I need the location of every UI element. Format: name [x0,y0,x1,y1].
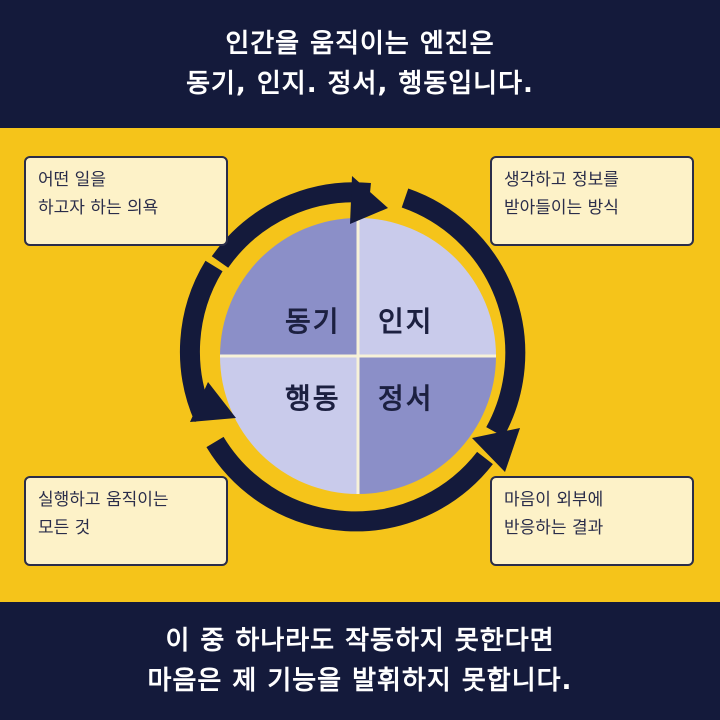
note-emotion-line-2: 반응하는 결과 [504,518,604,538]
note-cognition-line-1: 생각하고 정보를 [504,170,619,190]
note-motivation: 어떤 일을 하고자 하는 의욕 [24,156,228,246]
note-behavior-line-1: 실행하고 움직이는 [38,490,169,510]
label-cognition: 인지 [378,305,434,338]
note-emotion: 마음이 외부에 반응하는 결과 [490,476,694,566]
header-line-1: 인간을 움직이는 엔진은 [225,29,495,59]
label-motivation: 동기 [285,305,341,338]
note-motivation-line-2: 하고자 하는 의욕 [38,198,159,218]
note-cognition: 생각하고 정보를 받아들이는 방식 [490,156,694,246]
quadrant-bottom-right [358,356,496,494]
note-motivation-line-1: 어떤 일을 [38,170,106,190]
footer-line-1: 이 중 하나라도 작동하지 못한다면 [165,626,555,656]
quadrant-top-left [220,218,358,356]
arrowhead-top-right-icon [350,176,388,224]
note-emotion-line-1: 마음이 외부에 [504,490,604,510]
cycle-arc-bottom [206,436,493,532]
cycle-arc-left [180,260,223,423]
footer-line-2: 마음은 제 기능을 발휘하지 못합니다. [147,666,573,696]
label-behavior: 행동 [285,382,341,415]
note-behavior: 실행하고 움직이는 모든 것 [24,476,228,566]
note-behavior-line-2: 모든 것 [38,518,91,538]
note-cognition-line-2: 받아들이는 방식 [504,198,619,218]
arrowhead-bottom-right-icon [472,428,520,472]
header-line-2: 동기, 인지. 정서, 행동입니다. [186,69,534,99]
header-banner: 인간을 움직이는 엔진은 동기, 인지. 정서, 행동입니다. [0,0,720,128]
cycle-arc-right [401,188,526,437]
arrowhead-left-icon [190,382,236,422]
label-emotion: 정서 [378,382,434,415]
quadrant-top-right [358,218,496,356]
footer-banner: 이 중 하나라도 작동하지 못한다면 마음은 제 기능을 발휘하지 못합니다. [0,602,720,720]
cycle-arc-top [211,182,371,268]
quadrant-bottom-left [220,356,358,494]
